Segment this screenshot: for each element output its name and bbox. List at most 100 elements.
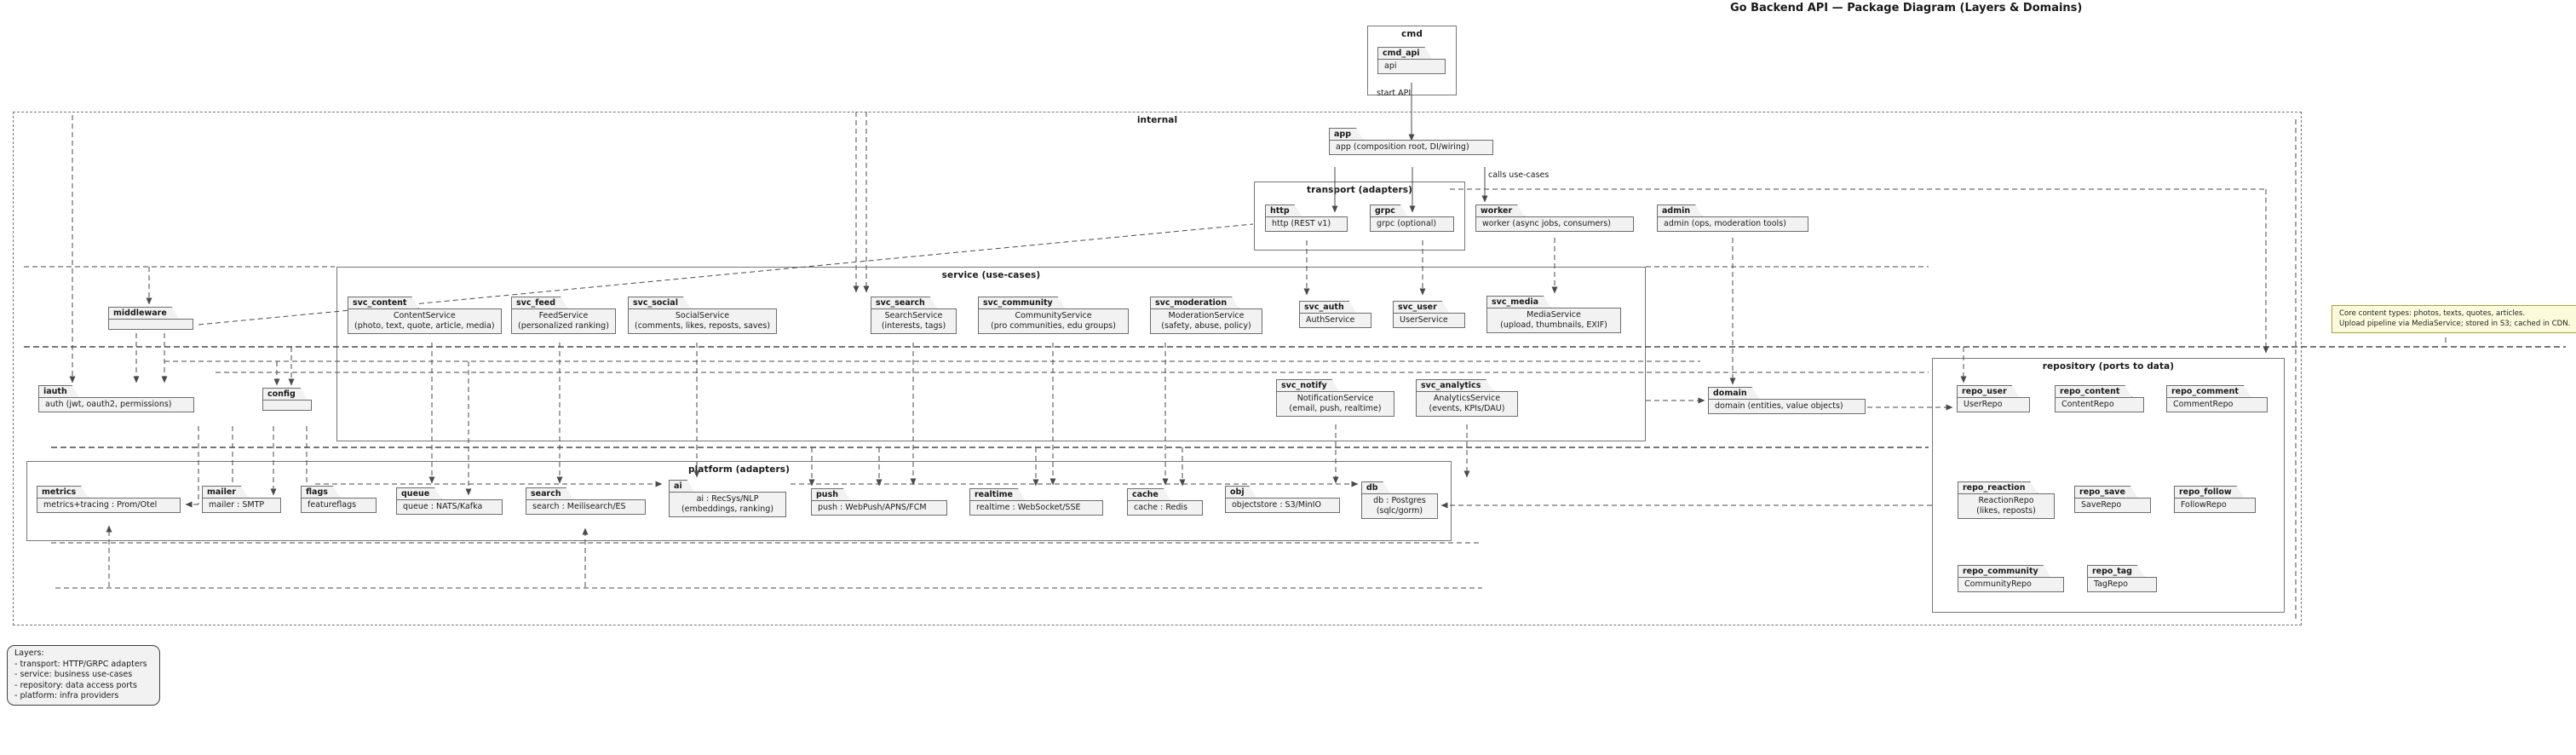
folder-admin-tab: admin bbox=[1657, 205, 1703, 217]
folder-http: http http (REST v1) bbox=[1265, 205, 1348, 232]
package-transport: transport (adapters) bbox=[1254, 182, 1465, 251]
folder-worker: worker worker (async jobs, consumers) bbox=[1475, 205, 1634, 232]
folder-middleware-tab: middleware bbox=[108, 307, 180, 320]
folder-repo-tag-body: TagRepo bbox=[2087, 576, 2157, 592]
folder-db: db db : Postgres (sqlc/gorm) bbox=[1361, 481, 1438, 519]
folder-repo-user-body: UserRepo bbox=[1957, 396, 2030, 412]
folder-svc-media-tab: svc_media bbox=[1486, 296, 1551, 308]
folder-realtime-tab: realtime bbox=[969, 488, 1026, 501]
folder-svc-media: svc_media MediaService (upload, thumbnai… bbox=[1486, 296, 1621, 333]
folder-repo-save-tab: repo_save bbox=[2074, 486, 2138, 499]
content-types-note: Core content types: photos, texts, quote… bbox=[2332, 305, 2576, 333]
folder-svc-auth-body: AuthService bbox=[1299, 312, 1371, 328]
package-service: service (use-cases) bbox=[336, 267, 1646, 441]
folder-worker-body: worker (async jobs, consumers) bbox=[1475, 216, 1634, 232]
folder-cmd-api: cmd_api api bbox=[1377, 47, 1446, 74]
package-service-label: service (use-cases) bbox=[941, 270, 1041, 280]
folder-svc-feed-body: FeedService (personalized ranking) bbox=[511, 308, 616, 334]
folder-mailer-tab: mailer bbox=[202, 486, 249, 499]
folder-push-body: push : WebPush/APNS/FCM bbox=[811, 499, 947, 516]
folder-repo-comment-body: CommentRepo bbox=[2166, 396, 2268, 412]
package-repository: repository (ports to data) bbox=[1932, 358, 2285, 613]
folder-svc-feed: svc_feed FeedService (personalized ranki… bbox=[511, 297, 616, 334]
folder-metrics-body: metrics+tracing : Prom/Otel bbox=[37, 497, 181, 513]
folder-config-body bbox=[262, 399, 312, 411]
diagram-title: Go Backend API — Package Diagram (Layers… bbox=[1730, 2, 2083, 14]
folder-app-tab: app bbox=[1329, 128, 1364, 141]
folder-svc-analytics: svc_analytics AnalyticsService (events, … bbox=[1416, 379, 1518, 417]
folder-search-body: search : Meilisearch/ES bbox=[526, 499, 646, 515]
folder-mailer: mailer mailer : SMTP bbox=[202, 486, 281, 513]
folder-flags-body: featureflags bbox=[301, 497, 377, 513]
folder-repo-follow-tab: repo_follow bbox=[2174, 486, 2245, 499]
folder-queue-body: queue : NATS/Kafka bbox=[396, 499, 503, 515]
folder-cache: cache cache : Redis bbox=[1127, 488, 1203, 516]
folder-realtime-body: realtime : WebSocket/SSE bbox=[969, 499, 1103, 516]
folder-obj-body: objectstore : S3/MinIO bbox=[1225, 497, 1340, 513]
folder-cache-tab: cache bbox=[1127, 488, 1171, 501]
folder-svc-social-body: SocialService (comments, likes, reposts,… bbox=[628, 308, 778, 334]
folder-cache-body: cache : Redis bbox=[1127, 499, 1203, 516]
folder-svc-community-tab: svc_community bbox=[978, 297, 1066, 309]
folder-app-body: app (composition root, DI/wiring) bbox=[1329, 139, 1493, 155]
folder-flags: flags featureflags bbox=[301, 486, 377, 513]
folder-repo-save: repo_save SaveRepo bbox=[2074, 486, 2151, 513]
folder-svc-content-body: ContentService (photo, text, quote, arti… bbox=[348, 308, 502, 334]
folder-mailer-body: mailer : SMTP bbox=[202, 497, 281, 513]
package-internal-label: internal bbox=[1136, 115, 1178, 125]
folder-repo-reaction: repo_reaction ReactionRepo (likes, repos… bbox=[1958, 481, 2055, 519]
folder-repo-content: repo_content ContentRepo bbox=[2055, 385, 2144, 412]
folder-svc-user-tab: svc_user bbox=[1393, 301, 1450, 314]
edge-label-calls-use-cases: calls use-cases bbox=[1488, 170, 1550, 180]
folder-repo-follow-body: FollowRepo bbox=[2174, 497, 2256, 513]
folder-cmd-api-tab: cmd_api bbox=[1377, 47, 1433, 60]
folder-worker-tab: worker bbox=[1475, 205, 1525, 217]
folder-grpc-tab: grpc bbox=[1370, 205, 1408, 217]
folder-ai-tab: ai bbox=[669, 480, 695, 493]
edge-label-start-api: start API bbox=[1377, 89, 1412, 98]
legend-note: Layers: - transport: HTTP/GRPC adapters … bbox=[7, 645, 160, 706]
folder-http-body: http (REST v1) bbox=[1265, 216, 1348, 232]
folder-svc-analytics-tab: svc_analytics bbox=[1416, 379, 1493, 392]
folder-obj: obj objectstore : S3/MinIO bbox=[1225, 486, 1340, 513]
folder-svc-search-tab: svc_search bbox=[871, 297, 938, 309]
package-internal: internal bbox=[13, 112, 2302, 625]
folder-flags-tab: flags bbox=[301, 486, 341, 499]
folder-http-tab: http bbox=[1265, 205, 1302, 217]
folder-svc-content-tab: svc_content bbox=[348, 297, 419, 309]
folder-search: search search : Meilisearch/ES bbox=[526, 487, 646, 515]
package-platform: platform (adapters) bbox=[26, 461, 1452, 541]
folder-svc-notify-tab: svc_notify bbox=[1276, 379, 1340, 392]
folder-db-tab: db bbox=[1361, 481, 1391, 494]
folder-config-tab: config bbox=[262, 388, 308, 401]
folder-svc-user-body: UserService bbox=[1393, 312, 1465, 328]
folder-queue-tab: queue bbox=[396, 487, 442, 500]
package-transport-label: transport (adapters) bbox=[1307, 185, 1412, 195]
folder-svc-search-body: SearchService (interests, tags) bbox=[871, 308, 957, 334]
folder-svc-notify-body: NotificationService (email, push, realti… bbox=[1276, 390, 1394, 417]
folder-push: push push : WebPush/APNS/FCM bbox=[811, 488, 947, 516]
folder-search-tab: search bbox=[526, 487, 574, 500]
folder-repo-content-body: ContentRepo bbox=[2055, 396, 2144, 412]
folder-svc-community: svc_community CommunityService (pro comm… bbox=[978, 297, 1129, 334]
folder-middleware-body bbox=[108, 318, 193, 330]
folder-svc-notify: svc_notify NotificationService (email, p… bbox=[1276, 379, 1394, 417]
folder-svc-analytics-body: AnalyticsService (events, KPIs/DAU) bbox=[1416, 390, 1518, 417]
folder-ai: ai ai : RecSys/NLP (embeddings, ranking) bbox=[669, 480, 786, 517]
folder-repo-comment: repo_comment CommentRepo bbox=[2166, 385, 2268, 412]
folder-repo-community: repo_community CommunityRepo bbox=[1958, 565, 2064, 592]
folder-domain-body: domain (entities, value objects) bbox=[1708, 398, 1866, 414]
folder-ai-body: ai : RecSys/NLP (embeddings, ranking) bbox=[669, 491, 786, 517]
folder-iauth-body: auth (jwt, oauth2, permissions) bbox=[38, 396, 194, 412]
folder-repo-community-tab: repo_community bbox=[1958, 565, 2051, 578]
folder-svc-feed-tab: svc_feed bbox=[511, 297, 568, 309]
folder-admin-body: admin (ops, moderation tools) bbox=[1657, 216, 1808, 232]
folder-domain: domain domain (entities, value objects) bbox=[1708, 387, 1866, 414]
folder-svc-social: svc_social SocialService (comments, like… bbox=[628, 297, 778, 334]
folder-svc-search: svc_search SearchService (interests, tag… bbox=[871, 297, 957, 334]
folder-repo-reaction-body: ReactionRepo (likes, reposts) bbox=[1958, 493, 2055, 519]
folder-grpc: grpc grpc (optional) bbox=[1370, 205, 1454, 232]
folder-queue: queue queue : NATS/Kafka bbox=[396, 487, 503, 515]
